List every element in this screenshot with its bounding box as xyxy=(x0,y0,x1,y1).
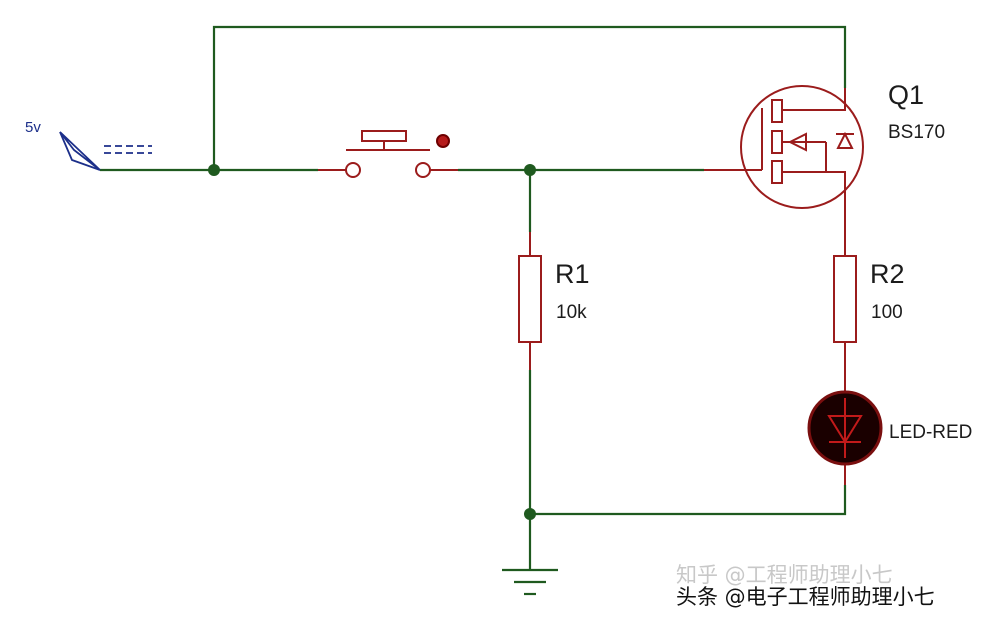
button-indicator-dot xyxy=(436,134,450,148)
r1-ref-label: R1 xyxy=(555,259,590,289)
led-icon xyxy=(807,390,883,485)
r1-value-label: 10k xyxy=(556,302,587,323)
q1-part-label: BS170 xyxy=(888,122,945,143)
pushbutton-icon xyxy=(318,130,458,178)
ground-icon xyxy=(502,568,558,596)
r2-value-label: 100 xyxy=(871,302,903,323)
wire-top-loop xyxy=(212,25,847,170)
wires xyxy=(100,25,847,570)
r2-ref-label: R2 xyxy=(870,259,905,289)
mosfet-icon xyxy=(704,85,864,232)
watermark-faint: 知乎 @工程师助理小七 xyxy=(676,563,893,587)
junction-dot xyxy=(524,164,536,176)
watermark-main: 头条 @电子工程师助理小七 xyxy=(676,585,935,609)
wire-ground-return xyxy=(530,485,847,516)
junction-dot xyxy=(208,164,220,176)
led-label: LED-RED xyxy=(889,422,972,443)
supply-terminal-icon xyxy=(59,131,152,171)
supply-label: 5v xyxy=(25,119,41,136)
junction-dot xyxy=(524,508,536,520)
resistor-r2-icon xyxy=(833,232,857,398)
q1-ref-label: Q1 xyxy=(888,80,924,110)
junctions xyxy=(208,164,536,520)
resistor-r1-icon xyxy=(518,232,542,370)
